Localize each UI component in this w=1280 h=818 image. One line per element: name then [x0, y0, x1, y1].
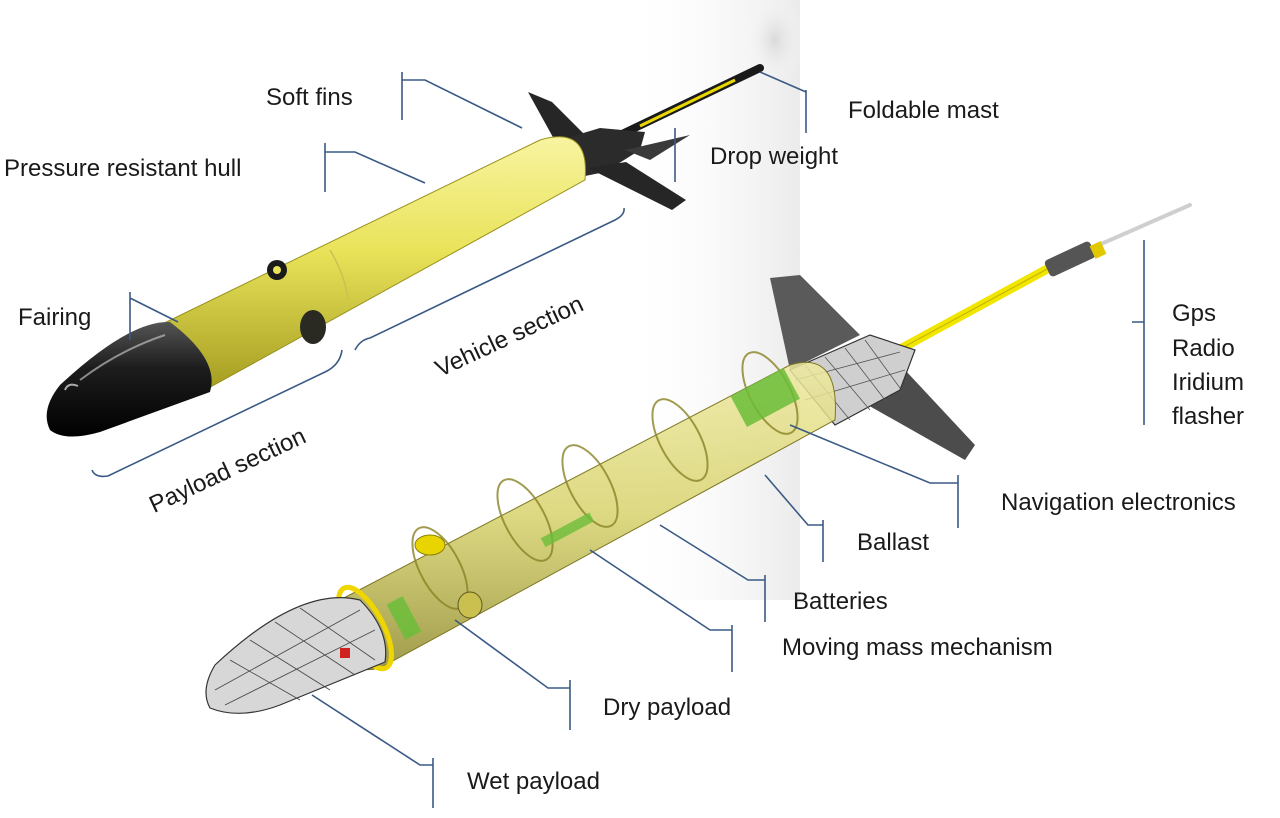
mast-mist — [745, 0, 805, 85]
wet-payload-nose — [205, 597, 387, 714]
label-soft-fins: Soft fins — [266, 84, 353, 111]
hull-port — [300, 310, 326, 344]
cutaway-glider — [205, 203, 1192, 714]
mast-yellow-stripe — [639, 78, 736, 128]
fairing-nose — [46, 321, 212, 437]
label-foldable-mast: Foldable mast — [848, 97, 999, 124]
label-pressure-hull: Pressure resistant hull — [4, 155, 242, 182]
label-batteries: Batteries — [793, 588, 888, 615]
section-seam — [329, 249, 349, 301]
lower-fin — [588, 162, 686, 210]
label-radio: Radio — [1172, 335, 1235, 362]
dry-payload-port — [457, 591, 483, 619]
dry-payload-cap — [414, 534, 446, 556]
cutaway-upper-fin — [770, 275, 860, 370]
upper-fin — [528, 92, 590, 150]
label-moving-mass: Moving mass mechanism — [782, 634, 1053, 661]
label-wet-payload: Wet payload — [467, 768, 600, 795]
exterior-glider — [46, 64, 764, 437]
label-ballast: Ballast — [857, 529, 930, 556]
label-navigation-electronics: Navigation electronics — [1001, 489, 1236, 516]
label-iridium: Iridium — [1172, 369, 1245, 396]
label-fairing: Fairing — [18, 304, 92, 331]
label-dry-payload: Dry payload — [603, 694, 732, 721]
drop-weight-part — [625, 135, 690, 160]
gps-radio-module — [1044, 241, 1096, 277]
label-drop-weight: Drop weight — [710, 143, 839, 170]
electronics-boards — [386, 367, 800, 640]
red-sensor — [340, 648, 350, 658]
leader-lines — [91, 71, 1145, 808]
label-gps: Gps — [1172, 300, 1217, 327]
label-flasher: flasher — [1172, 403, 1245, 430]
